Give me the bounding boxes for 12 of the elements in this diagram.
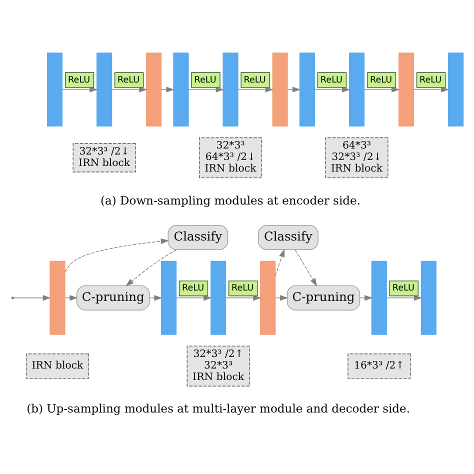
edge-label: ReLU: [243, 74, 266, 85]
edge-label: ReLU: [419, 74, 442, 85]
edge-label: ReLU: [369, 74, 392, 85]
edge-label: ReLU: [320, 74, 342, 85]
edge-label: ReLU: [117, 74, 140, 85]
edge-label: ReLU: [231, 283, 254, 294]
label: (b) Up-sampling modules at multi-layer module and decoder side.: [26, 401, 410, 416]
edge-label: ReLU: [392, 283, 414, 294]
edge-label: ReLU: [194, 74, 216, 85]
label: (a) Down-sampling modules at encoder side.: [100, 192, 360, 207]
edge-label: ReLU: [68, 74, 90, 85]
edge-label: ReLU: [182, 283, 204, 294]
